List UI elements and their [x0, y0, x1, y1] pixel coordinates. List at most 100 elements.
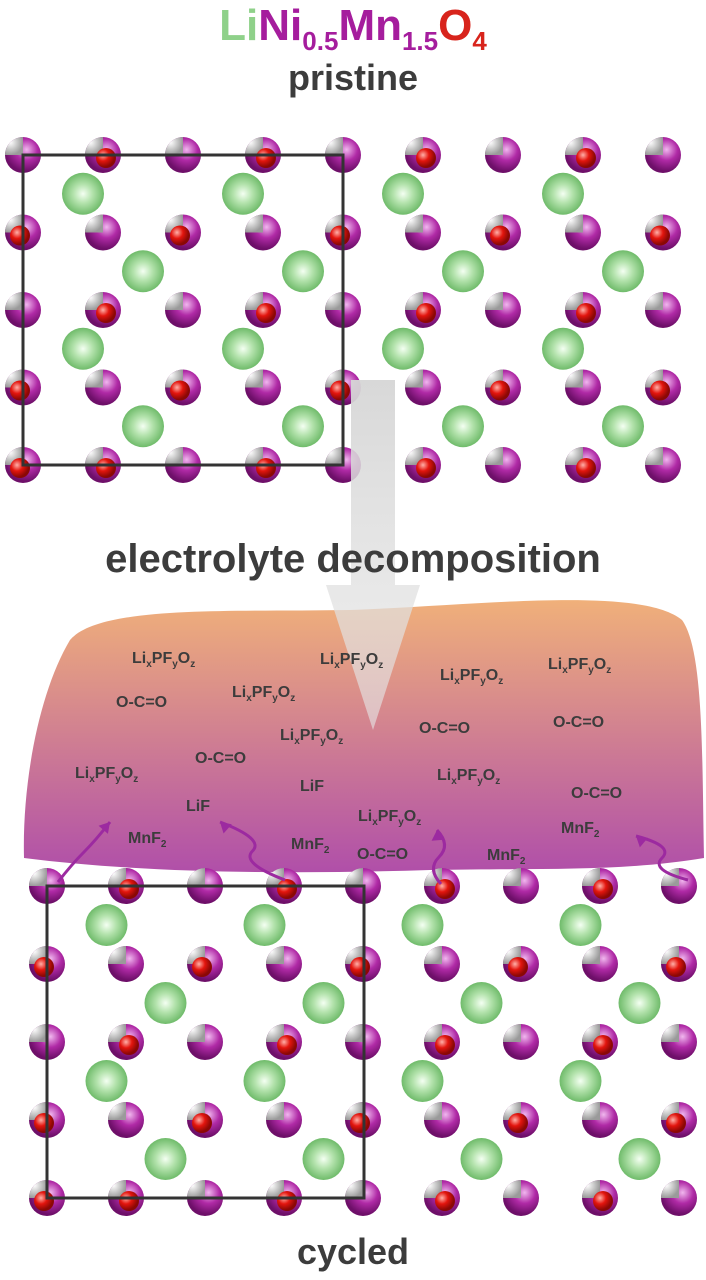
lithium-atom	[302, 982, 345, 1024]
arrowhead	[98, 822, 110, 834]
oxygen-atom	[490, 225, 510, 246]
oxygen-atom	[119, 1191, 139, 1211]
oxygen-atom	[490, 380, 510, 401]
oxygen-atom	[593, 1191, 613, 1211]
mn-ni-atom	[266, 946, 302, 982]
lixpfyoz-label: LixPFyOz	[358, 808, 422, 829]
oxygen-atom	[192, 1113, 212, 1133]
lithium-atom	[382, 172, 424, 215]
oxygen-atom	[576, 148, 596, 168]
oxygen-atom	[277, 1191, 297, 1211]
oxygen-atom	[34, 1191, 54, 1211]
cycled-unit-cell	[45, 884, 366, 1200]
oxygen-atom	[416, 303, 436, 323]
lithium-atom	[401, 904, 444, 946]
mn-ni-atom	[108, 946, 144, 982]
lithium-atom	[618, 982, 661, 1024]
mn-ni-atom	[503, 1024, 539, 1060]
lixpfyoz-label: LixPFyOz	[548, 656, 612, 677]
lixpfyoz-label: LixPFyOz	[280, 727, 344, 748]
mn-ni-atom	[424, 946, 460, 982]
lithium-atom	[243, 904, 286, 946]
lithium-atom	[401, 1060, 444, 1102]
mn-ni-atom	[661, 868, 697, 904]
oxygen-atom	[170, 225, 190, 246]
pristine-label: pristine	[287, 57, 419, 98]
mn-ni-atom	[85, 369, 121, 406]
oxygen-atom	[666, 957, 686, 977]
lithium-atom	[122, 250, 164, 293]
arrowhead	[220, 822, 232, 834]
lithium-atom	[144, 1138, 187, 1180]
lithium-atom	[559, 904, 602, 946]
lithium-atom	[282, 250, 324, 293]
lithium-atom	[85, 904, 128, 946]
decomposition-label: electrolyte decomposition	[105, 537, 601, 581]
lithium-atom	[602, 250, 644, 293]
formula-title: LiNi0.5Mn1.5O4	[219, 1, 487, 56]
mn-ni-atom	[582, 946, 618, 982]
oxygen-atom	[10, 225, 30, 246]
oxygen-atom	[192, 957, 212, 977]
mn-ni-atom	[565, 214, 601, 251]
carbonate-label: O-C=O	[419, 720, 471, 737]
oxygen-atom	[650, 225, 670, 246]
mn-ni-atom	[485, 447, 521, 483]
mnf2-label: MnF2	[487, 847, 526, 868]
lithium-atom	[382, 327, 424, 370]
lithium-atom	[85, 1060, 128, 1102]
oxygen-atom	[34, 957, 54, 977]
mnf2-label: MnF2	[561, 820, 600, 841]
mn-ni-atom	[266, 1102, 302, 1138]
lixpfyoz-label: LixPFyOz	[440, 667, 504, 688]
lixpfyoz-label: LixPFyOz	[75, 765, 139, 786]
oxygen-atom	[666, 1113, 686, 1133]
lithium-atom	[542, 172, 584, 215]
dissolution-wiggle	[219, 820, 286, 882]
dissolution-wiggle	[635, 834, 689, 882]
mnf2-label: MnF2	[128, 830, 167, 851]
oxygen-atom	[593, 879, 613, 899]
oxygen-atom	[350, 1113, 370, 1133]
lixpfyoz-label: LixPFyOz	[437, 767, 501, 788]
arrowhead	[636, 836, 648, 848]
cycled-label: cycled	[296, 1231, 410, 1272]
mn-ni-atom	[245, 369, 281, 406]
lithium-atom	[282, 405, 324, 448]
carbonate-label: O-C=O	[571, 785, 623, 802]
oxygen-atom	[435, 1191, 455, 1211]
mn-ni-atom	[405, 214, 441, 251]
oxygen-atom	[576, 303, 596, 323]
dissolution-wiggle	[56, 821, 112, 883]
oxygen-atom	[650, 380, 670, 401]
oxygen-atom	[277, 879, 297, 899]
oxygen-atom	[256, 303, 276, 323]
oxygen-atom	[330, 380, 350, 401]
oxygen-atom	[170, 380, 190, 401]
mn-ni-atom	[108, 1102, 144, 1138]
dissolution-arrows	[56, 820, 689, 886]
oxygen-atom	[119, 879, 139, 899]
lithium-atom	[122, 405, 164, 448]
mn-ni-atom	[187, 1024, 223, 1060]
lixpfyoz-label: LixPFyOz	[320, 651, 384, 672]
mn-ni-atom	[582, 1102, 618, 1138]
oxygen-atom	[96, 303, 116, 323]
mn-ni-atom	[645, 292, 681, 328]
oxygen-atom	[96, 458, 116, 478]
pristine-unit-cell	[21, 153, 345, 467]
carbonate-label: O-C=O	[553, 714, 605, 731]
oxygen-atom	[119, 1035, 139, 1055]
mn-ni-atom	[565, 369, 601, 406]
mn-ni-atom	[503, 868, 539, 904]
mnf2-label: MnF2	[291, 836, 330, 857]
lithium-atom	[243, 1060, 286, 1102]
lithium-atom	[460, 1138, 503, 1180]
mn-ni-atom	[485, 137, 521, 173]
oxygen-atom	[96, 148, 116, 168]
oxygen-atom	[10, 458, 30, 478]
lithium-atom	[222, 172, 264, 215]
oxygen-atom	[593, 1035, 613, 1055]
oxygen-atom	[576, 458, 596, 478]
mn-ni-atom	[424, 1102, 460, 1138]
